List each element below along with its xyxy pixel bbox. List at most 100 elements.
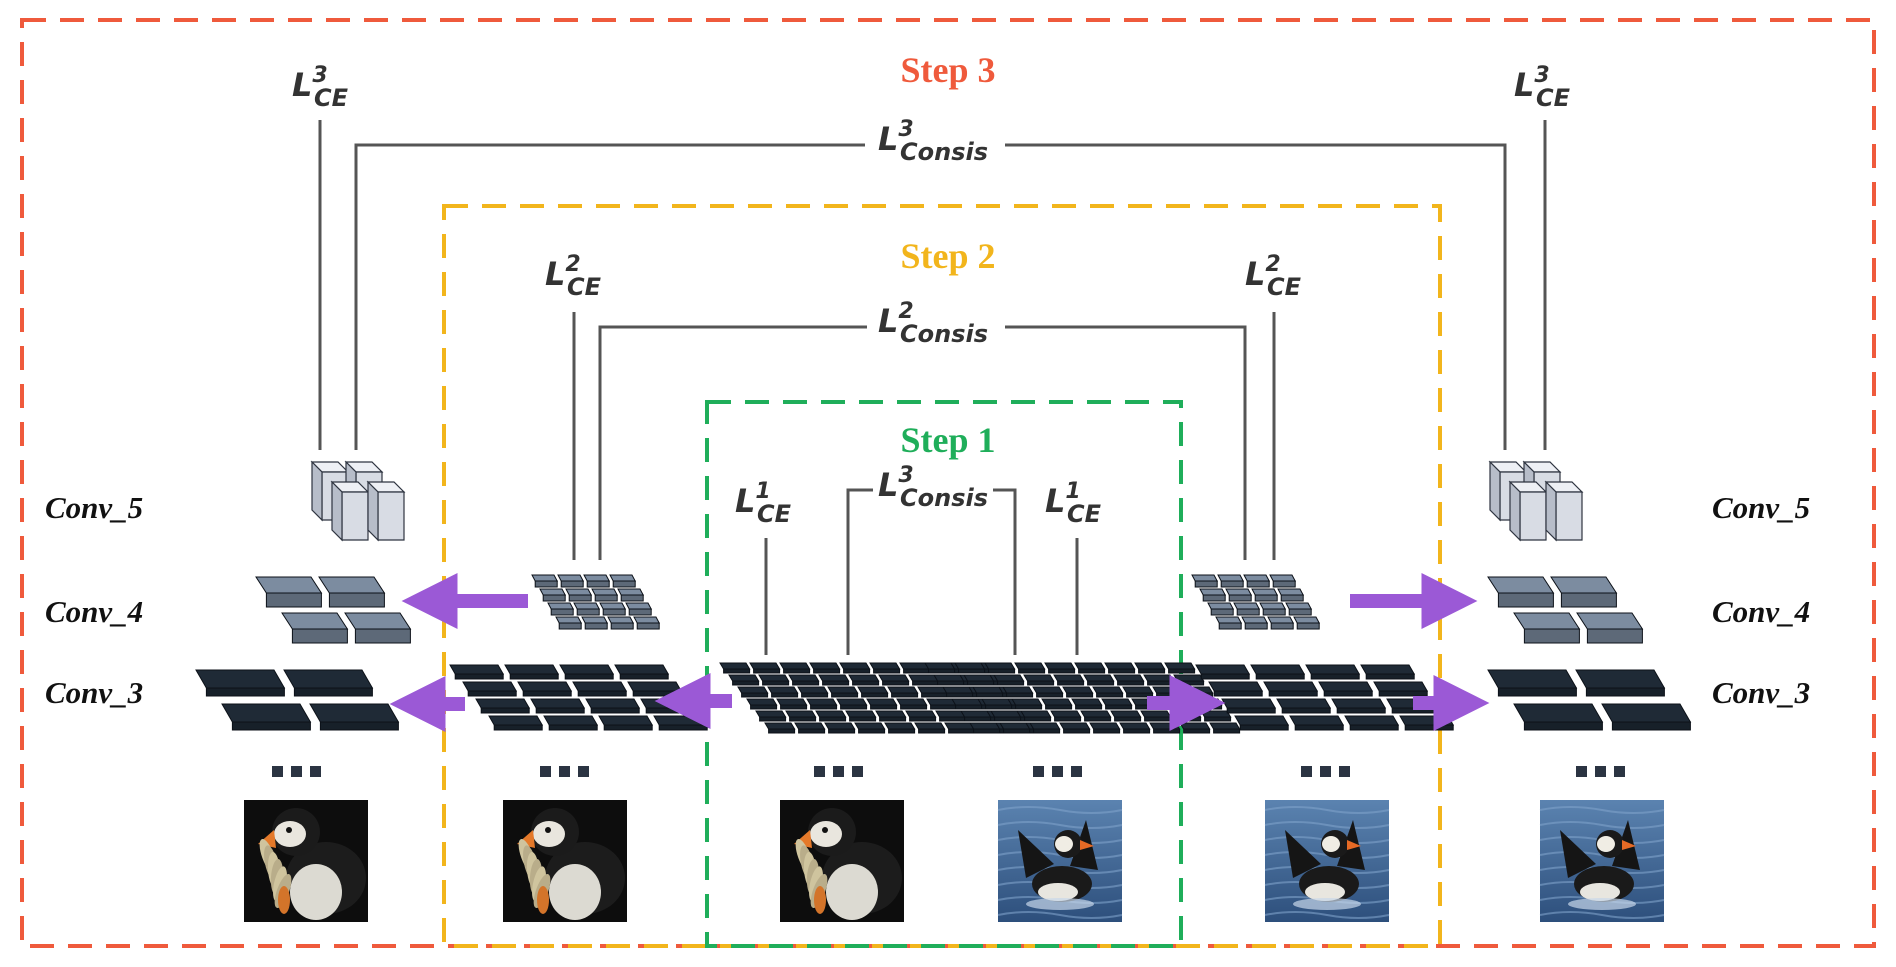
- feature-block: [788, 674, 820, 686]
- feature-block: [960, 710, 992, 722]
- loss-subscript: Consis: [900, 138, 988, 166]
- feature-block: [836, 698, 868, 710]
- loss-subscript: Consis: [900, 484, 988, 512]
- loss-base: L: [1245, 255, 1265, 293]
- feature-block: [1083, 674, 1115, 686]
- loss-superscript: 3: [898, 117, 913, 142]
- feature-block: [887, 686, 919, 698]
- feature-block: [309, 703, 400, 731]
- loss-subscript: Consis: [900, 320, 988, 348]
- feature-block: [530, 698, 586, 714]
- feature-block: [1002, 686, 1034, 698]
- feature-block: [848, 674, 880, 686]
- feature-block: [1110, 710, 1142, 722]
- feature-block: [1101, 698, 1133, 710]
- connector-consis2-right: [1005, 325, 1247, 560]
- feature-block: [785, 710, 817, 722]
- feature-block: [221, 703, 312, 731]
- feature-block: [905, 710, 937, 722]
- feature-block: [839, 662, 871, 674]
- feature-block: [1089, 722, 1121, 734]
- feature-block: [1576, 612, 1644, 644]
- photos: [244, 800, 1665, 922]
- feature-block: [942, 686, 974, 698]
- feature-block: [617, 588, 645, 602]
- loss-superscript: 1: [1065, 479, 1080, 504]
- puffin-fish-photo-outer-left: [244, 800, 368, 922]
- feature-block: [854, 722, 886, 734]
- feature-block: [1221, 698, 1277, 714]
- feature-block: [488, 715, 544, 731]
- feature-block: [1259, 602, 1287, 616]
- feature-block: [1276, 698, 1332, 714]
- feature-block: [1044, 662, 1076, 674]
- connector-consis3-left: [354, 143, 865, 450]
- feature-block: [984, 662, 1016, 674]
- loss-base: L: [545, 255, 565, 293]
- feature-block: [1029, 722, 1061, 734]
- feature-block: [896, 698, 928, 710]
- loss-subscript: CE: [1067, 500, 1102, 528]
- step1-title: Step 1: [900, 420, 995, 460]
- feature-block: [366, 480, 406, 542]
- loss-superscript: 3: [1534, 63, 1549, 88]
- feature-block: [1373, 681, 1429, 697]
- feature-block: [1234, 715, 1290, 731]
- feature-block: [565, 588, 593, 602]
- connector-consis3-right: [1005, 143, 1507, 450]
- feature-block: [1041, 698, 1073, 710]
- feature-block: [1113, 674, 1145, 686]
- feature-block: [1014, 662, 1046, 674]
- feature-block: [1360, 664, 1416, 680]
- loss-superscript: 3: [898, 463, 913, 488]
- feature-block: [755, 710, 787, 722]
- feature-block: [283, 669, 374, 697]
- feature-block: [1267, 616, 1295, 630]
- feature-block: [1207, 602, 1235, 616]
- feature-block: [1293, 616, 1321, 630]
- feature-block: [627, 681, 683, 697]
- feature-block: [1285, 602, 1313, 616]
- feature-block: [1164, 662, 1196, 674]
- feature-block: [1399, 715, 1455, 731]
- feature-block: [607, 616, 635, 630]
- puffin-fish-photo-step1: [780, 800, 904, 922]
- feature-block: [330, 480, 370, 542]
- feature-block: [195, 669, 286, 697]
- feature-block: [1544, 480, 1584, 542]
- feature-block: [557, 574, 585, 588]
- feature-block: [1059, 722, 1091, 734]
- feature-block: [1149, 722, 1181, 734]
- feature-block: [993, 674, 1025, 686]
- feature-block: [1217, 574, 1245, 588]
- feature-block: [809, 662, 841, 674]
- feature-block: [908, 674, 940, 686]
- feature-block: [1053, 674, 1085, 686]
- feature-block: [776, 698, 808, 710]
- feature-block: [926, 698, 958, 710]
- step2-title: Step 2: [900, 236, 995, 276]
- feature-block: [1182, 686, 1214, 698]
- step3-title: Step 3: [900, 50, 995, 90]
- feature-block: [449, 664, 505, 680]
- feature-block: [1344, 715, 1400, 731]
- feature-block: [547, 602, 575, 616]
- feature-block: [543, 715, 599, 731]
- feature-block: [1122, 686, 1154, 698]
- feature-block: [815, 710, 847, 722]
- feature-block: [951, 698, 983, 710]
- ellipsis-dots: [1576, 766, 1625, 777]
- feature-block: [758, 674, 790, 686]
- feature-block: [318, 576, 386, 608]
- loss-superscript: 2: [1265, 252, 1280, 277]
- feature-block: [504, 664, 560, 680]
- feature-block: [539, 588, 567, 602]
- feature-block: [794, 722, 826, 734]
- feature-block: [917, 686, 949, 698]
